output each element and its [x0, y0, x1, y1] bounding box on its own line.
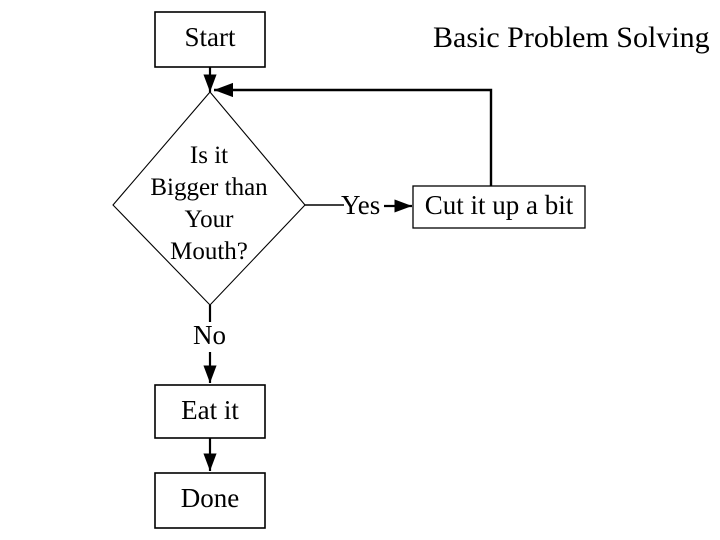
decision-line-4: Mouth?: [170, 238, 248, 265]
eat-node-label: Eat it: [181, 395, 239, 425]
diagram-title: Basic Problem Solving: [433, 21, 710, 54]
start-node-label: Start: [184, 22, 236, 52]
done-node-label: Done: [180, 483, 240, 513]
edge-label-yes: Yes: [341, 190, 381, 220]
done-box: [154, 472, 266, 529]
decision-line-2: Bigger than: [150, 174, 268, 201]
cut-node-label: Cut it up a bit: [424, 190, 574, 220]
decision-line-1: Is it: [189, 142, 229, 169]
edge-label-no: No: [193, 320, 226, 350]
edge-cut-feedback-to-decision: [214, 82, 493, 186]
decision-node-label: Is it Bigger than Your Mouth?: [124, 140, 294, 268]
decision-line-3: Your: [184, 206, 234, 233]
cut-box: [412, 185, 586, 229]
